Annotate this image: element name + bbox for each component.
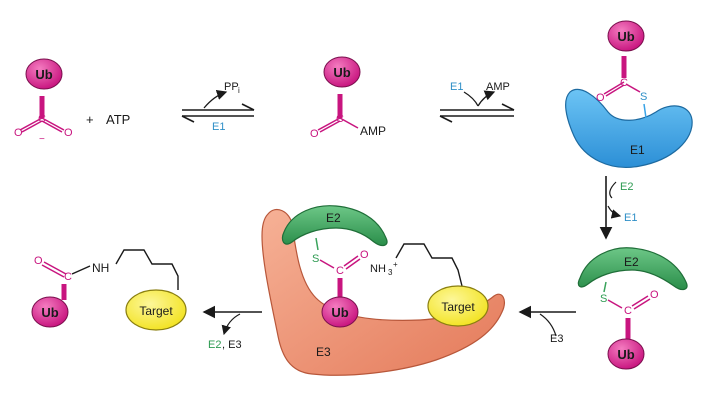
e2-label: E2 bbox=[624, 255, 639, 269]
e1-label-arrow3: E1 bbox=[624, 212, 637, 224]
ub-carboxylate: Ub C O O − bbox=[14, 58, 73, 145]
nh3-subscript: 3 bbox=[388, 268, 393, 277]
carbon-label: C bbox=[336, 113, 344, 125]
e2-label-arrow: E2 bbox=[620, 181, 633, 193]
ubiquitinated-target: O C NH Target Ub bbox=[31, 249, 187, 331]
ubiquitin-blob bbox=[323, 56, 361, 88]
sulfur-label-e3: S bbox=[312, 253, 319, 265]
target-protein bbox=[125, 289, 187, 331]
oxygen-label: O bbox=[650, 289, 659, 301]
ub-label: Ub bbox=[35, 67, 52, 82]
e1-label-arrow1: E1 bbox=[212, 121, 225, 133]
minus-charge: − bbox=[39, 134, 45, 145]
ub-label: Ub bbox=[331, 305, 348, 320]
amp-label: AMP bbox=[360, 124, 386, 138]
e1-enzyme bbox=[565, 88, 693, 168]
sulfur-label-e1: S bbox=[640, 91, 647, 103]
target-protein bbox=[427, 285, 489, 327]
oxygen-label: O bbox=[596, 92, 605, 104]
e1-label-arrow2: E1 bbox=[450, 81, 463, 93]
ubiquitin-blob bbox=[25, 58, 63, 90]
amp-released-label: AMP bbox=[486, 81, 510, 93]
ppi-subscript: i bbox=[238, 86, 240, 95]
ppi-label: PP bbox=[224, 81, 239, 93]
e2-enzyme bbox=[281, 205, 388, 247]
equilibrium-arrow-2: E1 AMP bbox=[439, 81, 515, 123]
e3-label: E3 bbox=[316, 345, 331, 359]
oxygen-label: O bbox=[360, 249, 369, 261]
sulfur-label-e2: S bbox=[600, 293, 607, 305]
transfer-arrow-e1-to-e2: E2 E1 bbox=[599, 176, 637, 240]
oxygen-label: O bbox=[14, 127, 23, 139]
e1-ub-complex: E1 Ub C O S bbox=[565, 20, 693, 168]
e2-ub-complex: E2 S C O Ub bbox=[577, 247, 688, 370]
release-arrow: E2 , E3 bbox=[202, 305, 262, 351]
ubiquitin-blob bbox=[607, 20, 645, 52]
target-label: Target bbox=[441, 300, 475, 314]
ub-amp: Ub C O AMP bbox=[310, 56, 386, 140]
carbon-label: C bbox=[64, 271, 72, 283]
e3-label-release: , E3 bbox=[222, 339, 242, 351]
nh3-label: NH bbox=[370, 263, 386, 275]
e3-complex: E3 E2 S C O Ub NH 3 + Target bbox=[261, 205, 506, 376]
carbon-label: C bbox=[38, 113, 46, 125]
ub-label: Ub bbox=[617, 29, 634, 44]
ub-label: Ub bbox=[41, 305, 58, 320]
ubiquitin-blob bbox=[321, 296, 359, 328]
e1-label: E1 bbox=[630, 143, 645, 157]
carbon-label: C bbox=[620, 77, 628, 89]
oxygen-label: O bbox=[34, 255, 43, 267]
plus-sign: + bbox=[86, 112, 94, 127]
atp-label: ATP bbox=[106, 112, 130, 127]
carbon-label: C bbox=[624, 305, 632, 317]
ubiquitin-blob bbox=[31, 296, 69, 328]
carbon-label: C bbox=[336, 265, 344, 277]
e2-enzyme bbox=[577, 247, 688, 291]
target-label: Target bbox=[139, 304, 173, 318]
ub-label: Ub bbox=[333, 65, 350, 80]
nh3-superscript: + bbox=[393, 260, 398, 269]
e2-label-release: E2 bbox=[208, 339, 221, 351]
e2-label: E2 bbox=[326, 211, 341, 225]
oxygen-label: O bbox=[310, 128, 319, 140]
equilibrium-arrow-1: PP i E1 bbox=[181, 81, 255, 133]
oxygen-label-2: O bbox=[64, 127, 73, 139]
e3-enzyme bbox=[261, 209, 506, 376]
ub-label: Ub bbox=[617, 347, 634, 362]
nh-label: NH bbox=[92, 261, 109, 275]
e3-binding-arrow: E3 bbox=[518, 305, 576, 345]
e3-label-arrow: E3 bbox=[550, 333, 563, 345]
ubiquitin-blob bbox=[607, 338, 645, 370]
